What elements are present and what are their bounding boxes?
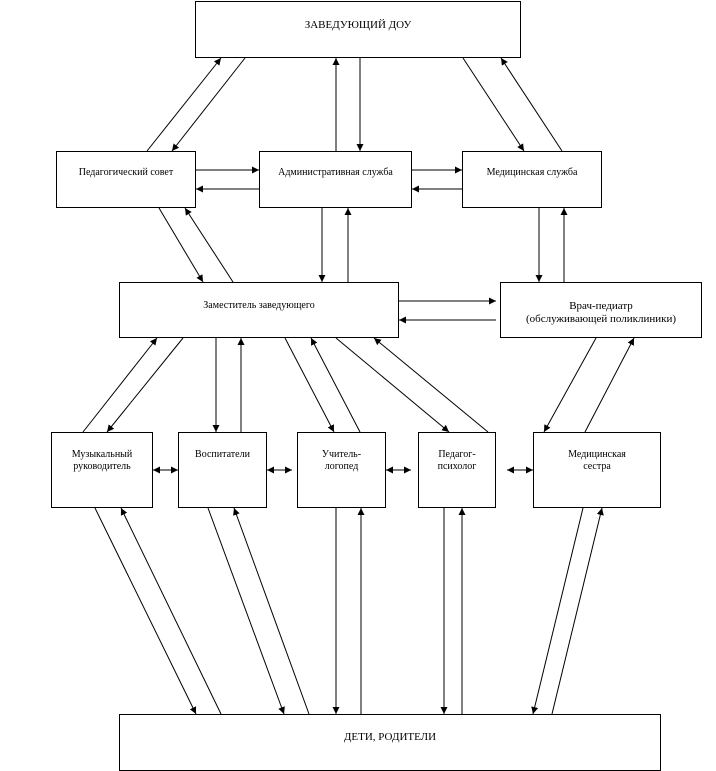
speech-therapist-label: Учитель- логопед [321, 449, 362, 472]
music-director-box: Музыкальный руководитель [51, 432, 153, 508]
admin-service-box: Административная служба [259, 151, 412, 208]
connector-arrow [106, 337, 184, 433]
ped-council-box: Педагогический совет [56, 151, 196, 208]
head-box: ЗАВЕДУЮЩИЙ ДОУ [195, 1, 521, 58]
psychologist-label: Педагог- психолог [437, 449, 477, 472]
connector-arrow [462, 57, 525, 152]
connector-arrow [335, 337, 450, 433]
connector-arrow [500, 57, 563, 152]
deputy-label: Заместитель заведующего [203, 300, 315, 311]
nurse-box: Медицинская сестра [533, 432, 661, 508]
connector-arrow [146, 57, 222, 152]
connector-arrow [584, 337, 635, 433]
connector-arrow [310, 337, 361, 433]
music-director-label: Музыкальный руководитель [71, 449, 133, 472]
connector-arrow [233, 507, 310, 715]
connector-arrow [158, 207, 204, 283]
connector-arrow [543, 337, 597, 433]
deputy-box: Заместитель заведующего [119, 282, 399, 338]
pediatrician-box: Врач-педиатр (обслуживающей поликлиники) [500, 282, 702, 338]
connector-arrow [531, 507, 584, 715]
ped-council-label: Педагогический совет [78, 167, 174, 178]
head-label: ЗАВЕДУЮЩИЙ ДОУ [304, 19, 412, 31]
pediatrician-label: Врач-педиатр (обслуживающей поликлиники) [525, 300, 677, 325]
connector-arrow [120, 507, 222, 715]
psychologist-box: Педагог- психолог [418, 432, 496, 508]
connector-arrow [184, 207, 234, 283]
medical-service-box: Медицинская служба [462, 151, 602, 208]
connector-arrow [207, 507, 285, 715]
connector-arrow [551, 507, 604, 715]
medical-service-label: Медицинская служба [486, 167, 578, 178]
children-parents-box: ДЕТИ, РОДИТЕЛИ [119, 714, 661, 771]
admin-service-label: Административная служба [278, 167, 393, 178]
connector-arrow [171, 57, 246, 152]
children-parents-label: ДЕТИ, РОДИТЕЛИ [343, 731, 437, 743]
connector-arrow [94, 507, 197, 715]
connector-arrow [284, 337, 335, 433]
speech-therapist-box: Учитель- логопед [297, 432, 386, 508]
nurse-label: Медицинская сестра [568, 449, 626, 472]
connector-arrow [373, 337, 489, 433]
educators-label: Воспитатели [195, 449, 250, 460]
connector-arrow [82, 337, 158, 433]
educators-box: Воспитатели [178, 432, 267, 508]
